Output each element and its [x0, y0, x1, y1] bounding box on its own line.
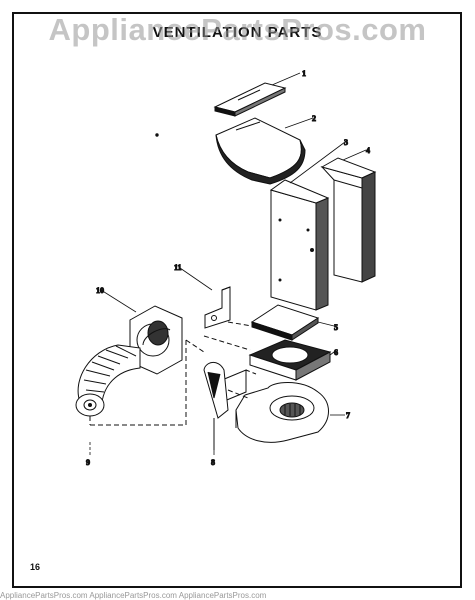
dashed-connection-lines — [89, 335, 251, 426]
callout-6: 6 — [334, 348, 338, 357]
page-title: VENTILATION PARTS — [152, 24, 323, 41]
part-8-damper[interactable] — [203, 362, 229, 450]
bottom-watermark-strip: AppliancePartsPros.com AppliancePartsPro… — [0, 591, 267, 600]
callout-8: 8 — [211, 458, 215, 467]
part-5-square-plate[interactable] — [250, 304, 320, 341]
part-7-blower-housing[interactable] — [221, 369, 329, 443]
part-1-plate[interactable] — [213, 82, 287, 117]
callout-1: 1 — [302, 69, 306, 78]
callout-7: 7 — [346, 411, 350, 420]
part-11-bracket[interactable] — [204, 286, 253, 329]
part-9-flexible-hose[interactable] — [75, 344, 141, 417]
callout-3: 3 — [344, 138, 348, 147]
callout-2: 2 — [312, 114, 316, 123]
callout-10: 10 — [96, 286, 104, 295]
page-number: 16 — [30, 562, 41, 572]
part-2-rounded-duct[interactable] — [215, 117, 306, 185]
callout-11: 11 — [174, 263, 182, 272]
part-3-back-panel[interactable] — [269, 179, 330, 311]
callout-5: 5 — [334, 323, 338, 332]
part-6-base-with-opening[interactable] — [248, 339, 332, 381]
leader-lines — [89, 72, 367, 455]
stray-dot — [155, 133, 159, 137]
part-10-collar-flange[interactable] — [129, 305, 183, 375]
callout-9: 9 — [86, 458, 90, 467]
part-4-side-panel[interactable] — [320, 157, 377, 283]
callout-4: 4 — [366, 146, 370, 155]
